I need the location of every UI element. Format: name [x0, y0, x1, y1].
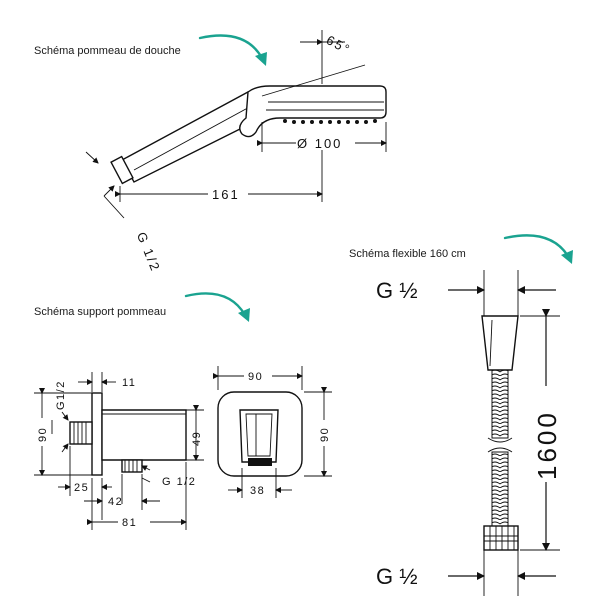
accent-arrow-2: [503, 234, 573, 264]
caption-shower-head: Schéma pommeau de douche: [34, 45, 181, 57]
thread-bottom-label: G 1/2: [162, 476, 196, 488]
accent-arrow-3: [184, 292, 250, 322]
accent-arrow-1: [198, 34, 267, 66]
holder-side-view: 11 G1/2 90 49 25 42 81 G 1/2: [34, 372, 204, 530]
diameter-label: Ø 100: [297, 136, 342, 151]
hose-drawing: G ½ G ½ 1600: [376, 270, 562, 596]
dim-11: 11: [122, 377, 136, 389]
hose-thread-top: G ½: [376, 278, 418, 303]
caption-holder: Schéma support pommeau: [34, 306, 166, 318]
thread-top-label: G1/2: [55, 380, 67, 410]
dim-81: 81: [122, 517, 137, 529]
hose-length-label: 1600: [532, 410, 562, 480]
dim-42: 42: [108, 496, 123, 508]
hose-thread-bottom: G ½: [376, 564, 418, 589]
shower-head-drawing: 65° Ø 100 161 G 1/2: [85, 30, 387, 274]
holder-front-view: 90 90 38: [213, 366, 332, 498]
length-label: 161: [212, 187, 240, 202]
spray-nozzles: [283, 119, 377, 124]
dim-front-height-90: 90: [319, 427, 331, 442]
caption-hose: Schéma flexible 160 cm: [349, 248, 466, 260]
dim-front-width-90: 90: [248, 371, 263, 383]
angle-label: 65°: [324, 32, 354, 57]
dim-25: 25: [74, 482, 89, 494]
dim-38: 38: [250, 485, 265, 497]
thread-label: G 1/2: [134, 230, 164, 274]
dim-49: 49: [191, 431, 203, 446]
dim-height-90: 90: [37, 427, 49, 442]
